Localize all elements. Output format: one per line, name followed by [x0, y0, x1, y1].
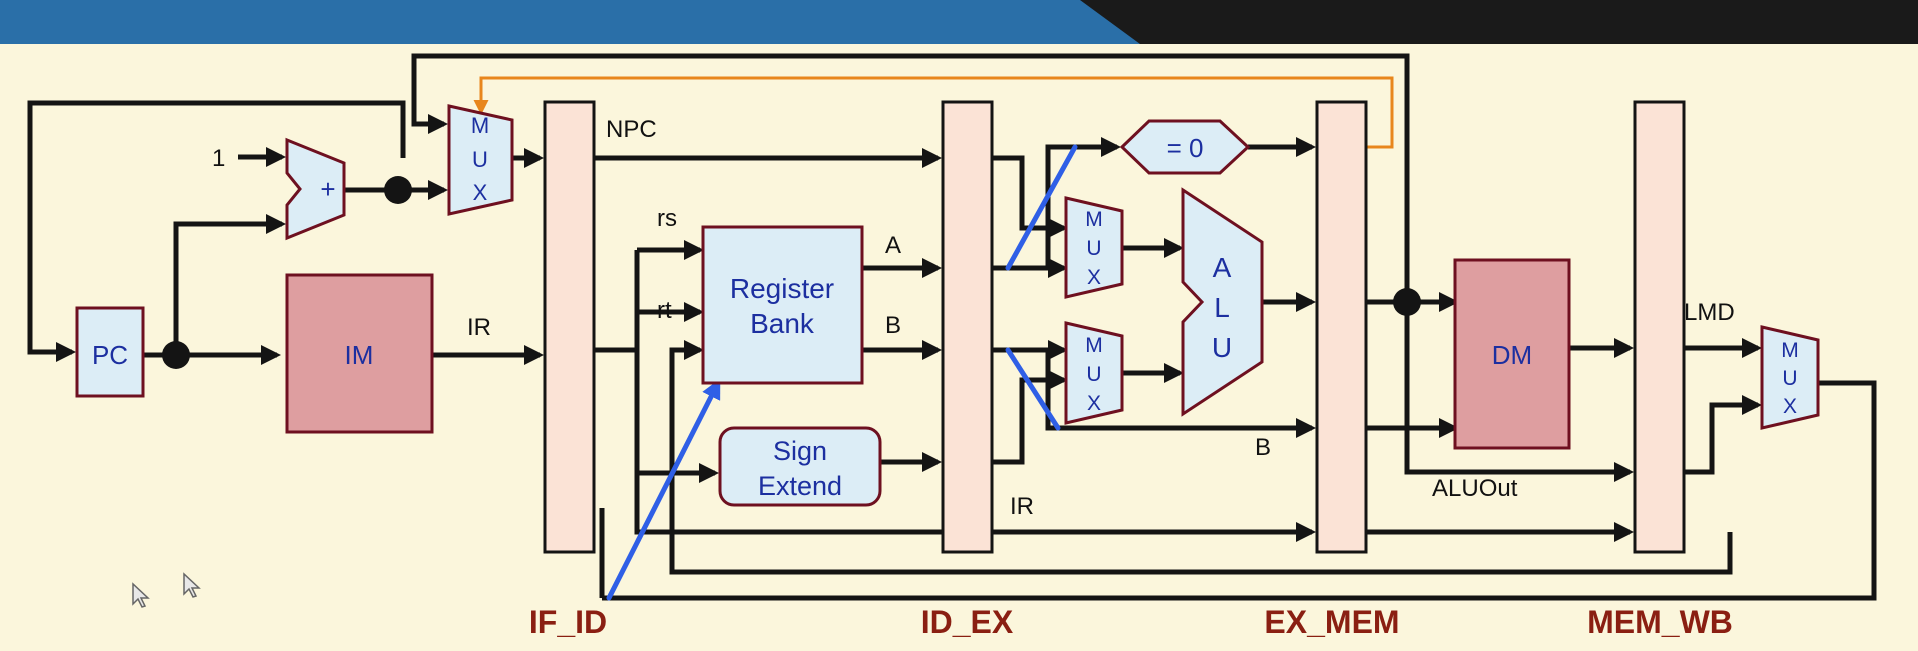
stage-label-mem-wb: MEM_WB: [1587, 604, 1733, 640]
im-label: IM: [345, 340, 374, 370]
alu-mux-a-letter-x: X: [1087, 266, 1101, 289]
npc-label: NPC: [606, 116, 657, 143]
adder-label: +: [320, 174, 335, 204]
sign-extend-label-2: Extend: [758, 471, 842, 501]
alu-mux-b-letter-x: X: [1087, 392, 1101, 415]
junction-dots: [162, 176, 1421, 369]
alu-letter-u: U: [1212, 332, 1232, 363]
sign-extend-label-1: Sign: [773, 436, 827, 466]
const-one-label: 1: [212, 145, 225, 172]
cursor-icon: [132, 582, 150, 608]
ir-label-decode: IR: [1010, 493, 1034, 520]
data-memory: DM: [1453, 258, 1571, 450]
forwarding-highlight-strokes: [606, 144, 1078, 601]
alu-mux-a-letter-m: M: [1085, 208, 1103, 231]
ex-mem-latch: [1315, 100, 1368, 554]
register-bank: Register Bank: [701, 225, 864, 385]
stage-labels: IF_ID ID_EX EX_MEM MEM_WB: [529, 604, 1733, 640]
writeback-mux: M U X: [1760, 325, 1820, 430]
if-id-latch: [543, 100, 596, 554]
ir-label-fetch: IR: [467, 314, 491, 341]
pc-mux: M U X: [447, 104, 514, 216]
alu: A L U: [1181, 187, 1264, 417]
zero-test: = 0: [1119, 119, 1251, 175]
wb-mux-letter-u: U: [1782, 367, 1797, 390]
alu-mux-a: M U X: [1064, 196, 1124, 299]
alu-letter-a: A: [1213, 252, 1232, 283]
wb-mux-letter-x: X: [1783, 395, 1797, 418]
alu-letter-l: L: [1214, 292, 1230, 323]
stage-label-id-ex: ID_EX: [921, 604, 1014, 640]
wb-mux-letter-m: M: [1781, 339, 1799, 362]
rs-label: rs: [657, 205, 677, 232]
top-header-bar: [0, 0, 1918, 44]
alu-mux-b: M U X: [1064, 321, 1124, 425]
b-label-execute: B: [1255, 434, 1271, 461]
register-bank-label-1: Register: [730, 273, 834, 304]
pc-mux-letter-m: M: [471, 113, 489, 138]
b-label-decode: B: [885, 312, 901, 339]
alu-mux-a-letter-u: U: [1086, 237, 1101, 260]
stage-label-ex-mem: EX_MEM: [1264, 604, 1399, 640]
a-label: A: [885, 232, 901, 259]
id-ex-latch: [941, 100, 994, 554]
pc-label: PC: [92, 340, 128, 370]
aluout-label: ALUOut: [1432, 475, 1518, 502]
pc-register: PC: [75, 306, 145, 398]
lmd-label: LMD: [1684, 299, 1735, 326]
zero-test-label: = 0: [1167, 133, 1204, 163]
sign-extend: Sign Extend: [718, 426, 882, 507]
pc-adder: +: [285, 137, 346, 241]
mem-wb-latch: [1633, 100, 1686, 554]
pipeline-latches: [543, 100, 1686, 554]
register-bank-label-2: Bank: [750, 308, 815, 339]
dm-label: DM: [1492, 340, 1532, 370]
rt-label: rt: [657, 297, 672, 324]
branch-feedback-wire: [473, 76, 1394, 149]
pc-mux-letter-x: X: [473, 180, 488, 205]
alu-mux-b-letter-m: M: [1085, 334, 1103, 357]
instruction-memory: IM: [285, 273, 434, 434]
stage-label-if-id: IF_ID: [529, 604, 607, 640]
pc-mux-letter-u: U: [472, 147, 488, 172]
alu-mux-b-letter-u: U: [1086, 363, 1101, 386]
cursor-icon-2: [183, 572, 201, 598]
signal-labels: 1 IR NPC rs rt A B B IR LMD ALUOut: [212, 116, 1735, 520]
